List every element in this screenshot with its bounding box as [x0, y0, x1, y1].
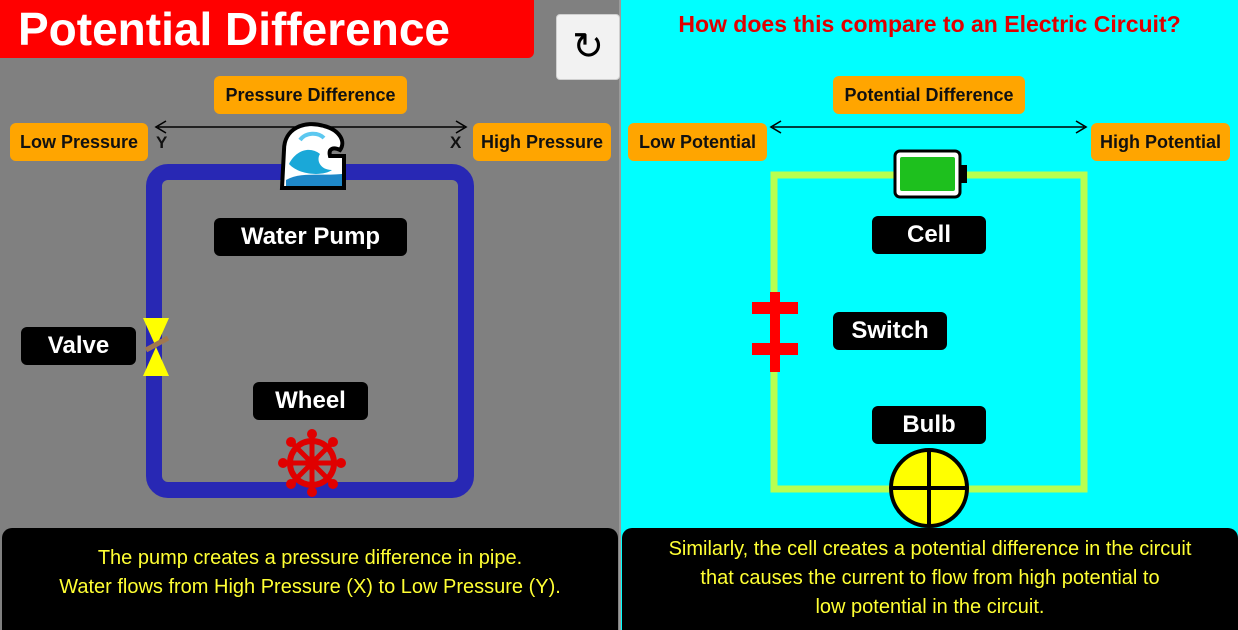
comparison-question: How does this compare to an Electric Cir… — [678, 11, 1181, 37]
panel-divider — [619, 0, 621, 630]
wheel-label: Wheel — [253, 382, 368, 420]
high-potential-label: High Potential — [1091, 123, 1230, 161]
water-caption: The pump creates a pressure difference i… — [2, 528, 618, 630]
potential-difference-label: Potential Difference — [833, 76, 1025, 114]
y-marker: Y — [156, 133, 168, 152]
battery-icon — [893, 149, 967, 199]
water-caption-line-2: Water flows from High Pressure (X) to Lo… — [59, 576, 561, 598]
cell-label: Cell — [872, 216, 986, 254]
page-title: Potential Difference — [18, 3, 450, 55]
pressure-difference-label: Pressure Difference — [214, 76, 407, 114]
circuit-caption: Similarly, the cell creates a potential … — [622, 528, 1238, 630]
ship-wheel-icon — [278, 429, 346, 497]
valve-icon — [143, 318, 170, 376]
circuit-caption-line-3: low potential in the circuit. — [815, 596, 1045, 618]
wave-pump-icon — [279, 122, 346, 190]
low-pressure-label: Low Pressure — [10, 123, 148, 161]
water-caption-line-1: The pump creates a pressure difference i… — [97, 547, 523, 569]
switch-label: Switch — [833, 312, 947, 350]
valve-label: Valve — [21, 327, 136, 365]
circuit-caption-line-2: that causes the current to flow from hig… — [700, 567, 1160, 589]
water-pump-label: Water Pump — [214, 218, 407, 256]
title-banner: Potential Difference — [0, 0, 534, 58]
x-marker: X — [450, 133, 462, 152]
low-potential-label: Low Potential — [628, 123, 767, 161]
bulb-icon — [889, 448, 969, 528]
bulb-label: Bulb — [872, 406, 986, 444]
high-pressure-label: High Pressure — [473, 123, 611, 161]
reset-button[interactable]: ↻ — [556, 14, 620, 80]
potential-arrow — [769, 120, 1088, 134]
switch-icon — [752, 292, 798, 372]
circuit-caption-line-1: Similarly, the cell creates a potential … — [668, 538, 1192, 560]
